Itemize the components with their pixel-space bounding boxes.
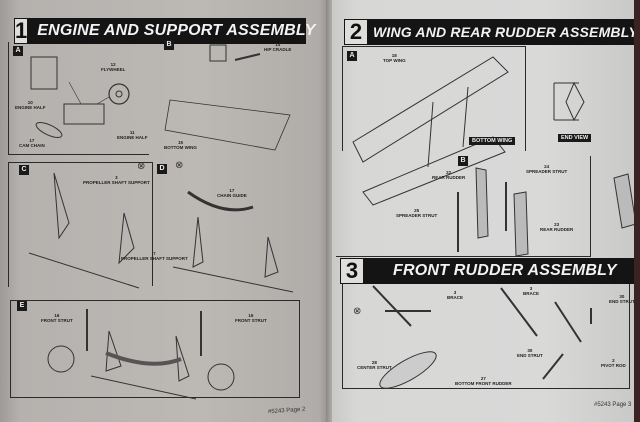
step-label: D bbox=[157, 164, 167, 174]
step-label: A bbox=[347, 51, 357, 61]
section-number: 1 bbox=[15, 18, 28, 43]
no-glue-icon: ⊗ bbox=[353, 306, 362, 317]
section-1-banner: 1 ENGINE AND SUPPORT ASSEMBLY bbox=[14, 18, 315, 44]
step-label: B bbox=[164, 40, 174, 50]
section-title: ENGINE AND SUPPORT ASSEMBLY bbox=[37, 22, 316, 39]
step-label: A bbox=[13, 46, 23, 56]
rear-rudder-diagram bbox=[457, 167, 529, 257]
section-2-banner: 2 WING AND REAR RUDDER ASSEMBLY bbox=[344, 19, 638, 45]
page-footer: #5243 Page 3 bbox=[594, 402, 632, 408]
engine-diagram bbox=[30, 56, 130, 138]
end-view-tag: END VIEW bbox=[558, 134, 592, 142]
step-label: C bbox=[19, 165, 29, 175]
step-label: E bbox=[17, 301, 27, 311]
biplane-wing-diagram bbox=[352, 56, 509, 206]
step-label: B bbox=[458, 156, 468, 166]
no-glue-icon: ⊗ bbox=[137, 161, 146, 172]
section-number: 3 bbox=[341, 259, 363, 283]
no-glue-icon: ⊗ bbox=[175, 160, 184, 171]
bottom-wing-diagram bbox=[164, 44, 291, 151]
page-footer: #5243 Page 2 bbox=[267, 406, 306, 416]
front-rudder-diagram bbox=[372, 285, 592, 389]
background-edge bbox=[634, 0, 640, 422]
section-number: 2 bbox=[345, 20, 367, 44]
section-3-banner: 3 FRONT RUDDER ASSEMBLY bbox=[340, 258, 640, 284]
chain-guide-diagram bbox=[172, 190, 294, 293]
section-title: FRONT RUDDER ASSEMBLY bbox=[393, 262, 617, 279]
bottom-wing-tag: BOTTOM WING bbox=[469, 137, 516, 145]
section-title: WING AND REAR RUDDER ASSEMBLY bbox=[372, 24, 638, 40]
propeller-support-diagram bbox=[28, 172, 140, 289]
front-strut-diagram bbox=[47, 309, 235, 400]
end-view-diagram bbox=[553, 81, 585, 122]
